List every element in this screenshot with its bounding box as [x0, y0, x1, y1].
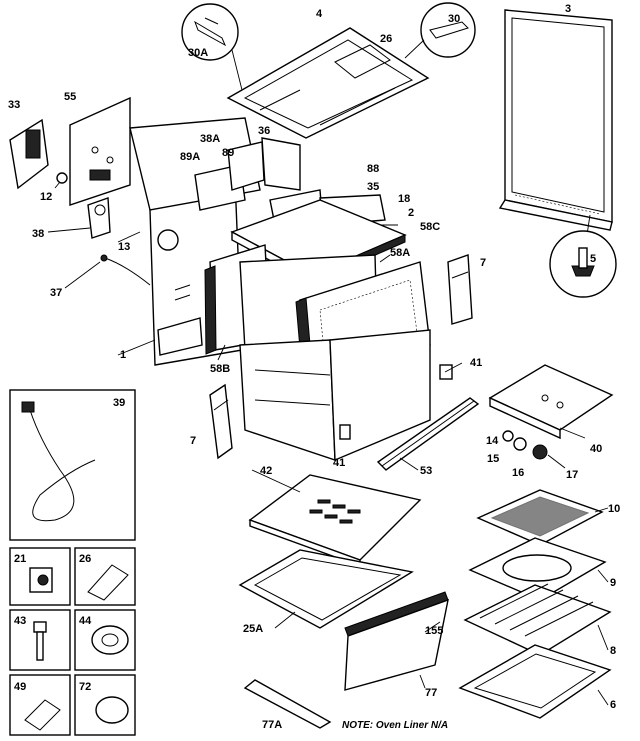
- callout-3: 3: [565, 3, 571, 15]
- part-72-box: [74, 674, 136, 736]
- callout-15: 15: [487, 453, 499, 465]
- control-back-panel-part: [69, 96, 131, 206]
- callout-6: 6: [610, 699, 616, 711]
- door-hinge-right-part: [447, 254, 473, 325]
- callout-14: 14: [486, 435, 499, 447]
- callout-58c: 58C: [420, 221, 440, 233]
- oven-bottom-42-part: [248, 474, 422, 567]
- callout-58b: 58B: [210, 363, 230, 375]
- callout-2: 2: [408, 207, 414, 219]
- callout-17: 17: [566, 469, 578, 481]
- bracket-38-part: [87, 197, 111, 239]
- oven-liner-note: NOTE: Oven Liner N/A: [342, 720, 448, 731]
- part-43-box: [9, 609, 71, 671]
- broiler-pan-9-part: [468, 537, 607, 601]
- broiler-bracket-40-part: [488, 364, 614, 440]
- callout-4: 4: [316, 8, 323, 20]
- callout-25a: 25A: [243, 623, 263, 635]
- callout-44: 44: [79, 615, 92, 627]
- wire-37-part: [100, 254, 151, 286]
- clip-41-upper: [439, 364, 453, 380]
- callout-33: 33: [8, 99, 20, 111]
- power-cord-39-box: [9, 389, 136, 541]
- callout-35: 35: [367, 181, 379, 193]
- strip-77a-part: [243, 679, 332, 729]
- oven-frame-part: [239, 261, 431, 462]
- callout-53: 53: [420, 465, 432, 477]
- callout-7-right: 7: [480, 257, 486, 269]
- terminal-block-part: [9, 118, 49, 190]
- callout-37: 37: [50, 287, 62, 299]
- callout-10: 10: [608, 503, 620, 515]
- cooktop-top-part: [226, 27, 430, 139]
- part-26-box: [74, 547, 136, 606]
- callout-89a: 89A: [180, 151, 200, 163]
- callout-36: 36: [258, 125, 270, 137]
- element-bar-155-part: [344, 591, 449, 691]
- part-49-box: [9, 674, 71, 736]
- callout-39: 39: [113, 397, 125, 409]
- callout-58a: 58A: [390, 247, 410, 259]
- callout-labels: 3 4 30 30A 26 33 55 12 38 13 37 1 38A 89…: [8, 3, 620, 731]
- callout-38: 38: [32, 228, 44, 240]
- callout-30: 30: [448, 13, 460, 25]
- callout-77a: 77A: [262, 719, 282, 731]
- callout-38a: 38A: [200, 133, 220, 145]
- callout-18: 18: [398, 193, 410, 205]
- bracket-30-detail: [404, 2, 476, 59]
- leveling-leg-detail: [549, 230, 617, 298]
- callout-72: 72: [79, 681, 91, 693]
- callout-26-top: 26: [380, 33, 392, 45]
- callout-77: 77: [425, 687, 437, 699]
- callout-40: 40: [590, 443, 602, 455]
- callout-41-lower: 41: [333, 457, 345, 469]
- callout-7-left: 7: [190, 435, 196, 447]
- callout-9: 9: [610, 577, 616, 589]
- oven-rack-8-part: [463, 583, 612, 656]
- callout-88: 88: [367, 163, 379, 175]
- screw-12-part: [54, 172, 68, 189]
- callout-12: 12: [40, 191, 52, 203]
- callout-89: 89: [222, 147, 234, 159]
- clip-41-lower: [339, 424, 351, 440]
- callout-41-upper: 41: [470, 357, 482, 369]
- broiler-grid-10-part: [476, 489, 604, 546]
- callout-26-box: 26: [79, 553, 91, 565]
- callout-155: 155: [425, 625, 443, 637]
- callout-42: 42: [260, 465, 272, 477]
- callout-16: 16: [512, 467, 524, 479]
- door-hinge-left-part: [209, 383, 233, 460]
- bracket-30a-detail: [181, 3, 243, 91]
- callout-1: 1: [120, 349, 126, 361]
- callout-13: 13: [118, 241, 130, 253]
- part-44-box: [74, 609, 136, 671]
- callout-55: 55: [64, 91, 76, 103]
- callout-5: 5: [590, 253, 596, 265]
- callout-43: 43: [14, 615, 26, 627]
- callout-21: 21: [14, 553, 26, 565]
- ignitor-small-parts: [502, 430, 566, 469]
- part-21-box: [9, 547, 71, 606]
- oven-liner-6-part: [458, 644, 612, 719]
- callout-49: 49: [14, 681, 26, 693]
- callout-30a: 30A: [188, 47, 208, 59]
- callout-8: 8: [610, 645, 616, 657]
- rail-53-part: [376, 397, 480, 471]
- leader-lines: [47, 224, 609, 706]
- back-panel-part: [498, 9, 613, 249]
